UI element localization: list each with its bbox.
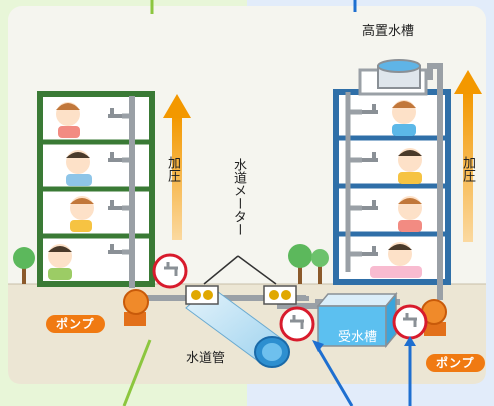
person-icon: [56, 102, 80, 138]
person-icon: [392, 100, 416, 136]
person-icon: [66, 150, 92, 186]
pump-icon: [123, 289, 149, 326]
person-icon: [398, 148, 422, 184]
pressure-label-left: 加圧: [165, 156, 180, 182]
pointer-line-blue-bottom-left: [316, 347, 354, 406]
faucet-icon: [360, 104, 378, 256]
tank-icon: [358, 59, 428, 96]
faucet-highlight: [392, 304, 428, 340]
person-icon: [70, 196, 94, 232]
pump-label-right: ポンプ: [426, 354, 485, 372]
pump-icon: [421, 299, 447, 336]
person-icon: [48, 244, 72, 280]
receiving-tank-label: 受水槽: [338, 330, 378, 345]
pointer-line-green-bottom: [122, 339, 152, 406]
faucet-highlight: [279, 306, 315, 342]
pump-label-left: ポンプ: [46, 315, 105, 333]
tree-icon: [288, 244, 312, 284]
water-meter-label: 水道メーター: [231, 158, 246, 236]
pressure-arrow-right: [454, 70, 482, 242]
pressure-arrow-left: [163, 94, 191, 240]
tree-icon: [13, 247, 35, 284]
water-main-pipe: [185, 285, 290, 368]
pressure-label-right: 加圧: [460, 156, 475, 182]
elevated-tank-label: 高置水槽: [362, 24, 415, 39]
water-main-label: 水道管: [186, 351, 226, 366]
riser-pipe-right: [427, 63, 443, 300]
meter-callout-lines: [203, 255, 277, 285]
tree-icon: [311, 249, 329, 284]
water-meter-icon: [263, 285, 297, 305]
water-meter-icon: [185, 285, 219, 305]
receiving-tank: [316, 291, 398, 349]
person-icon: [398, 196, 422, 232]
person-icon: [370, 242, 422, 278]
faucet-highlight: [152, 253, 188, 289]
